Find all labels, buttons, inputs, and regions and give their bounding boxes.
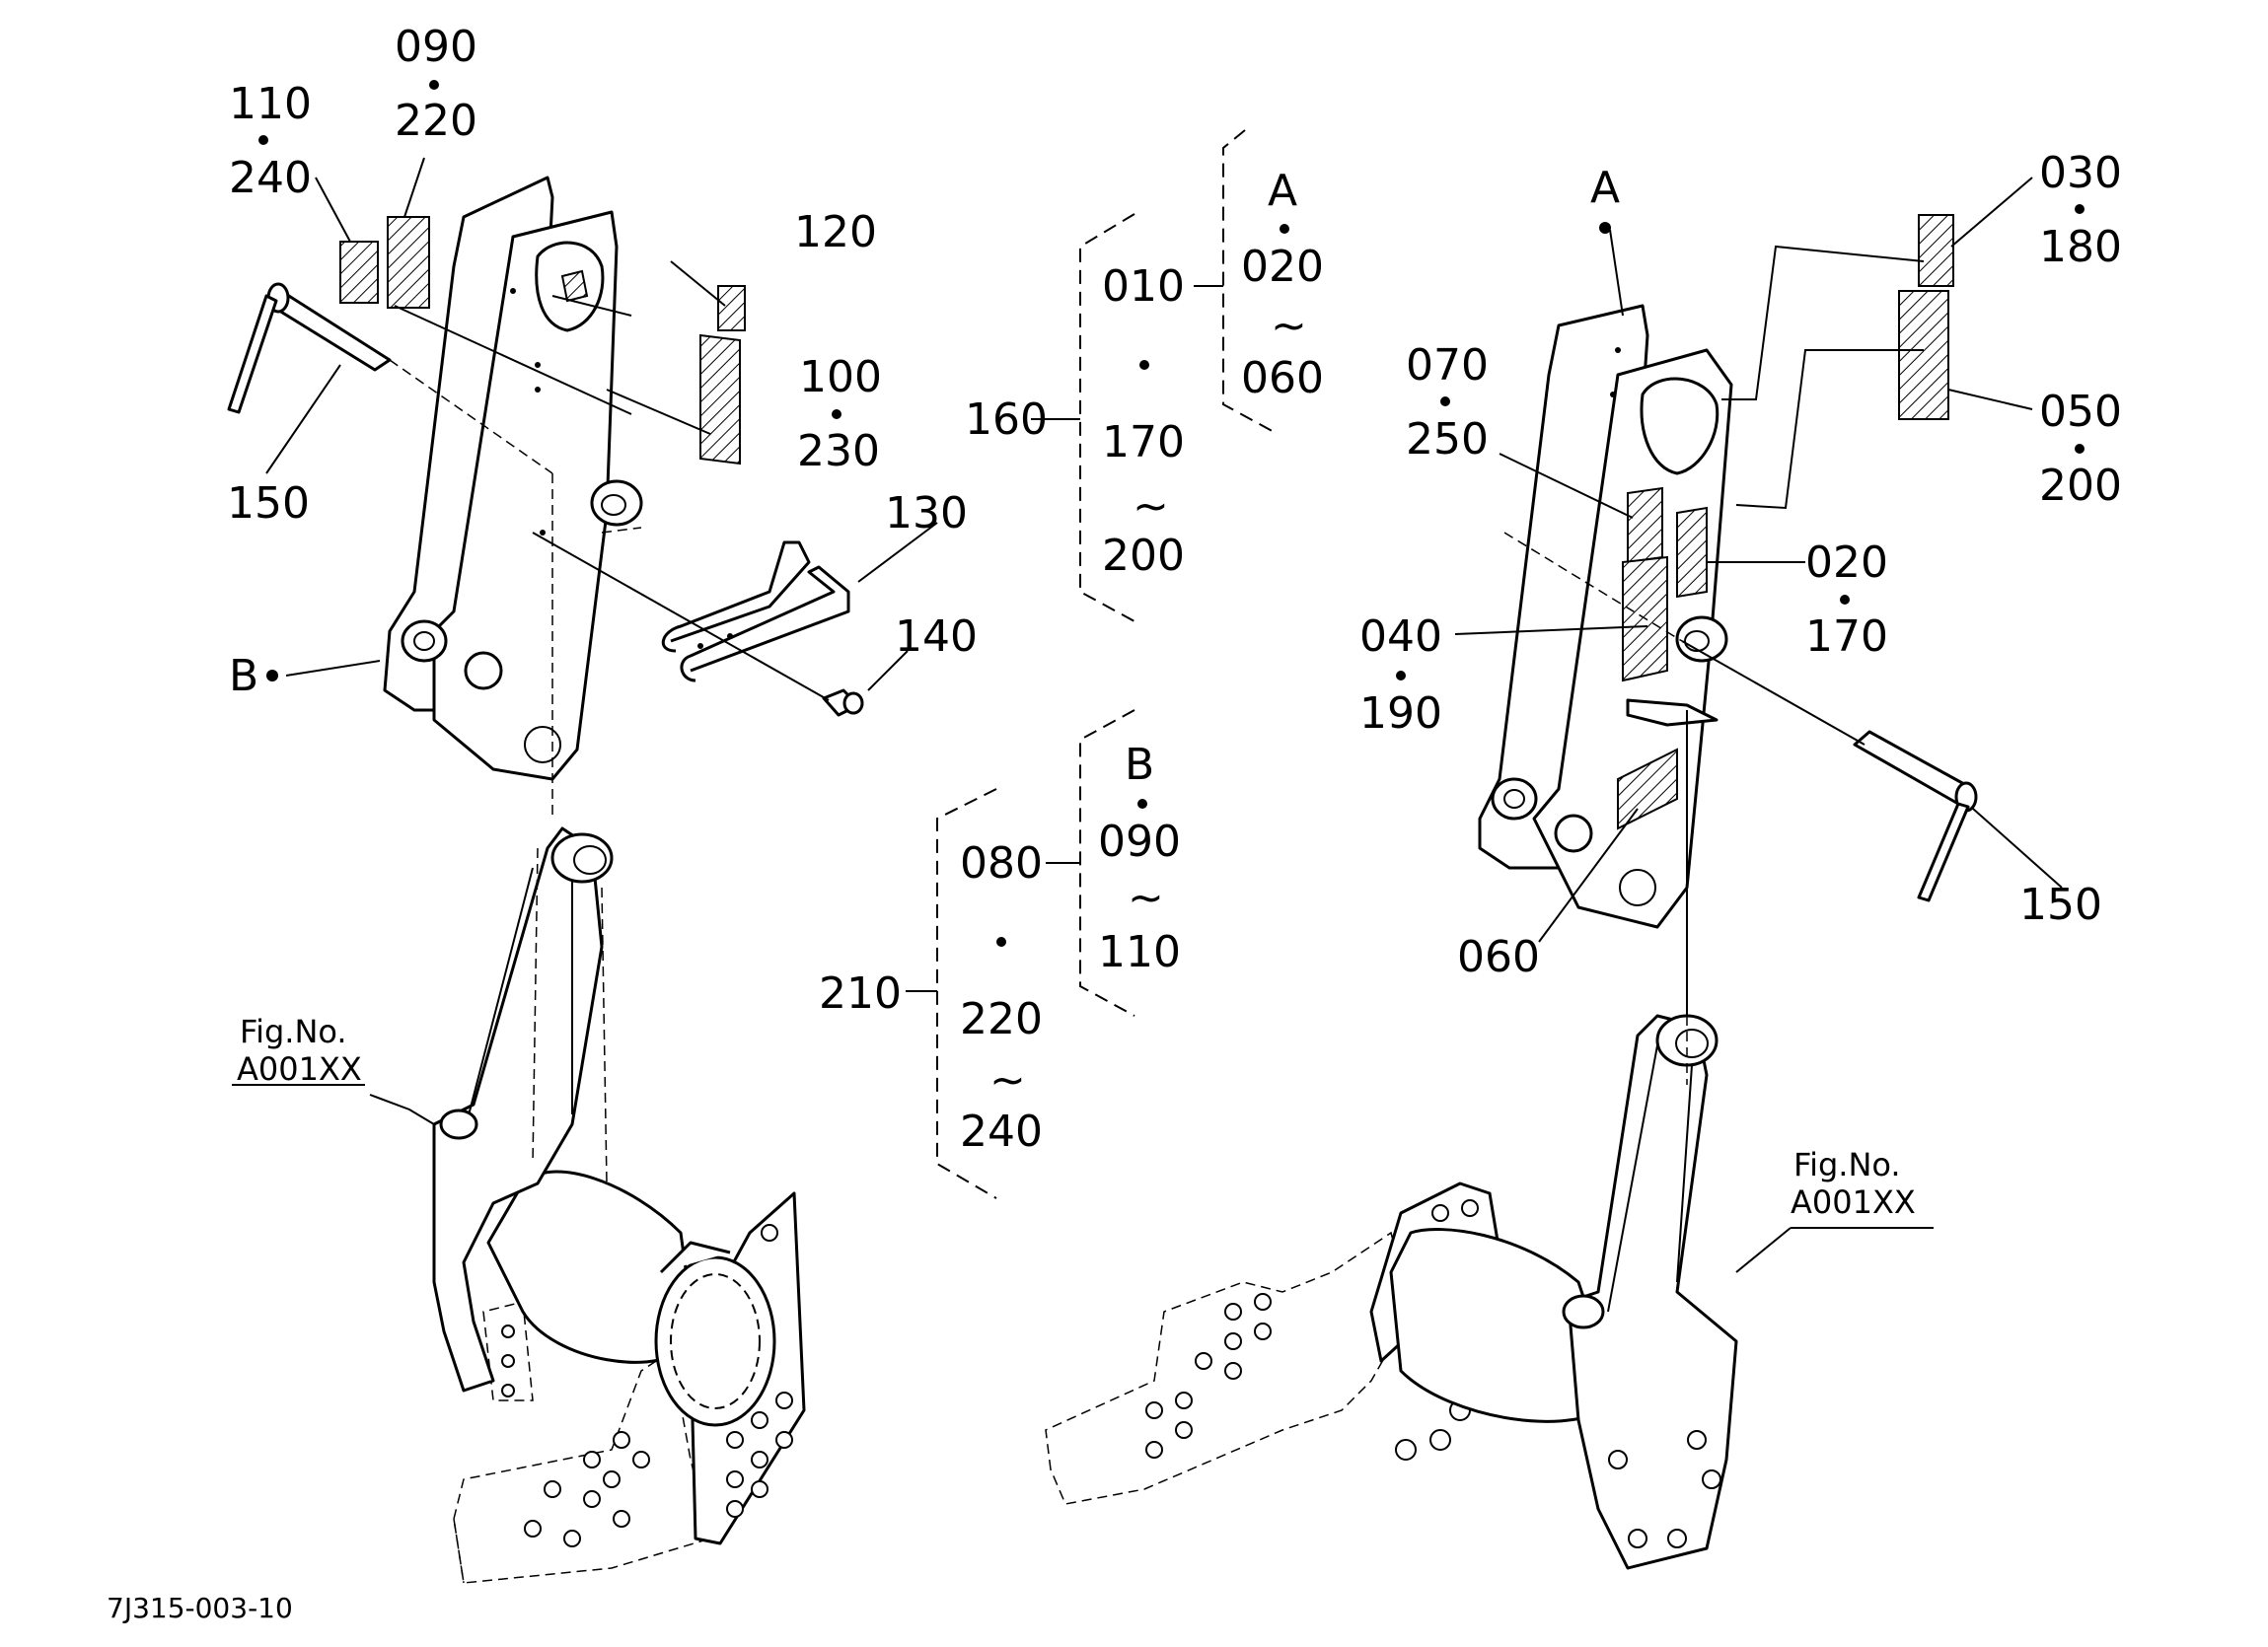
label-020-center: 020 xyxy=(1241,242,1324,292)
label-110-center: 110 xyxy=(1098,927,1181,977)
center-group-1: 160 010 170 ~ 200 A 020 ~ 060 xyxy=(965,129,1324,622)
fig-ref-left-2: A001XX xyxy=(237,1050,362,1088)
left-decal-120 xyxy=(717,285,746,331)
right-lift-rod xyxy=(1478,304,1733,929)
label-210: 210 xyxy=(819,968,902,1019)
left-cylinder xyxy=(486,1170,776,1427)
label-240-center: 240 xyxy=(960,1107,1043,1157)
ref-b-center: B xyxy=(1125,740,1154,790)
right-decal-050 xyxy=(1898,290,1949,420)
label-230: 230 xyxy=(797,426,880,476)
left-ref-b-dot xyxy=(266,670,278,681)
fig-ref-left-1: Fig.No. xyxy=(240,1013,347,1050)
right-decal-020 xyxy=(1676,506,1708,599)
label-060-center: 060 xyxy=(1241,353,1324,403)
label-200-right: 200 xyxy=(2039,461,2122,511)
label-150-left: 150 xyxy=(227,478,310,529)
center-group-2: 210 080 220 ~ 240 B 090 ~ 110 xyxy=(819,709,1181,1199)
label-190: 190 xyxy=(1359,688,1442,739)
fig-ref-right-1: Fig.No. xyxy=(1793,1146,1901,1183)
tilde-2a: ~ xyxy=(989,1055,1026,1106)
label-070: 070 xyxy=(1406,340,1489,391)
diagram-id: 7J315-003-10 xyxy=(107,1592,293,1624)
label-090-center: 090 xyxy=(1098,817,1181,867)
left-assembly: B 110 240 090 220 120 100 230 150 130 14… xyxy=(227,22,978,1584)
label-220-center: 220 xyxy=(960,994,1043,1044)
left-pin-150 xyxy=(227,282,392,414)
label-030: 030 xyxy=(2039,148,2122,198)
fig-ref-right-2: A001XX xyxy=(1791,1183,1916,1221)
left-decal-090 xyxy=(387,216,430,309)
tilde-2b: ~ xyxy=(1128,873,1164,923)
label-240: 240 xyxy=(229,153,312,203)
label-200-center: 200 xyxy=(1102,531,1185,581)
right-assembly: A 030 180 050 200 070 250 020 170 040 19… xyxy=(1045,148,2122,1570)
left-lift-arm xyxy=(432,826,614,1393)
tilde-1b: ~ xyxy=(1271,301,1307,351)
left-leaders xyxy=(232,157,938,1125)
label-170-center: 170 xyxy=(1102,417,1185,467)
label-110: 110 xyxy=(229,79,312,129)
left-decal-100 xyxy=(699,333,741,465)
label-160: 160 xyxy=(965,394,1048,445)
tilde-1a: ~ xyxy=(1133,481,1169,532)
label-080: 080 xyxy=(960,838,1043,889)
left-decal-110 xyxy=(339,241,379,304)
label-010: 010 xyxy=(1102,261,1185,312)
label-140: 140 xyxy=(895,611,978,662)
left-bolt-140 xyxy=(822,688,864,717)
label-100: 100 xyxy=(799,352,882,402)
label-250: 250 xyxy=(1406,414,1489,465)
label-130: 130 xyxy=(885,488,968,538)
right-ref-a: A xyxy=(1590,163,1620,213)
label-220: 220 xyxy=(395,96,477,146)
right-leaders xyxy=(1454,177,2063,1273)
left-lift-rod xyxy=(383,176,643,781)
label-090: 090 xyxy=(395,22,477,72)
label-180: 180 xyxy=(2039,222,2122,272)
right-lift-arm xyxy=(1562,1014,1738,1570)
label-150-right: 150 xyxy=(2019,880,2102,930)
label-170-right: 170 xyxy=(1805,611,1888,662)
label-120: 120 xyxy=(794,207,877,257)
right-decal-060 xyxy=(1617,748,1678,830)
ref-a-center: A xyxy=(1268,166,1297,216)
left-hook-130 xyxy=(662,540,850,682)
label-040: 040 xyxy=(1359,611,1442,662)
label-060-right: 060 xyxy=(1457,932,1540,982)
label-020-right: 020 xyxy=(1805,537,1888,588)
label-050: 050 xyxy=(2039,387,2122,437)
left-ref-b: B xyxy=(229,651,258,701)
right-ref-a-dot xyxy=(1599,222,1611,234)
right-decal-030 xyxy=(1918,214,1954,287)
right-pin-150 xyxy=(1853,730,1978,902)
right-decal-070 xyxy=(1627,486,1663,564)
